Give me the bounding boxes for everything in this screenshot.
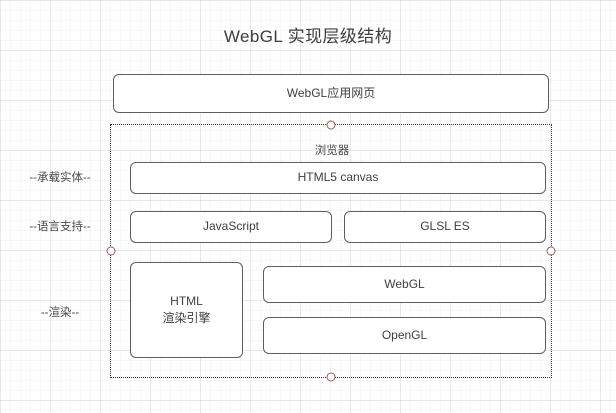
node-glsl-es[interactable]: GLSL ES	[344, 211, 546, 243]
node-webgl-application-webpage-label: WebGL应用网页	[286, 85, 376, 100]
selection-handle-bottom-icon[interactable]	[326, 372, 336, 382]
group-browser-label: 浏览器	[314, 145, 350, 157]
node-html-rendering-engine-line2: 渲染引擎	[162, 311, 211, 325]
node-opengl[interactable]: OpenGL	[263, 317, 546, 354]
selection-handle-left-icon[interactable]	[106, 246, 116, 256]
group-browser[interactable]: 浏览器	[106, 120, 556, 382]
node-html-rendering-engine-label: HTML 渲染引擎	[162, 293, 210, 328]
side-label-language-support: --语言支持--	[29, 221, 91, 233]
node-javascript-label: JavaScript	[202, 219, 260, 234]
side-label-rendering: --渲染--	[40, 307, 80, 319]
selection-handle-top-icon[interactable]	[326, 120, 336, 130]
page-title: WebGL 实现层级结构	[223, 27, 393, 46]
node-glsl-es-label: GLSL ES	[420, 219, 470, 234]
node-webgl[interactable]: WebGL	[263, 266, 546, 303]
node-html-rendering-engine[interactable]: HTML 渲染引擎	[130, 262, 243, 358]
node-html5-canvas-label: HTML5 canvas	[297, 170, 379, 185]
node-opengl-label: OpenGL	[381, 327, 428, 342]
node-javascript[interactable]: JavaScript	[130, 211, 332, 243]
node-html-rendering-engine-line1: HTML	[170, 293, 203, 308]
node-webgl-application-webpage[interactable]: WebGL应用网页	[113, 74, 549, 113]
side-label-carrier-entity: --承载实体--	[29, 172, 91, 184]
node-webgl-label: WebGL	[384, 276, 425, 291]
selection-handle-right-icon[interactable]	[546, 246, 556, 256]
node-html5-canvas[interactable]: HTML5 canvas	[130, 162, 546, 194]
